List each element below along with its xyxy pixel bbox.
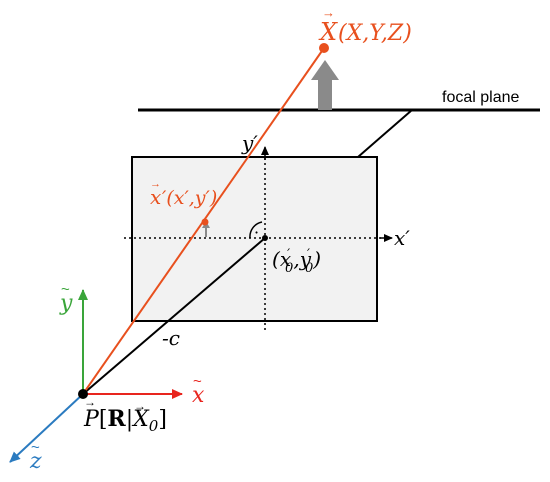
svg-text:X: X (318, 18, 338, 46)
image-plane (131, 156, 378, 322)
world-point (319, 43, 329, 53)
svg-text:~: ~ (61, 281, 70, 298)
svg-text:z: z (29, 449, 42, 474)
svg-text:~: ~ (31, 439, 40, 456)
svg-text:(x′0,y′0): (x′0,y′0) (272, 247, 321, 276)
svg-text:P[R|X0]: P[R|X0] (83, 406, 167, 435)
svg-text:x: x (192, 383, 205, 408)
focal-plane-support (357, 109, 413, 158)
world-point-offset-bar (318, 77, 332, 110)
right-angle-dot: · (254, 223, 259, 242)
svg-text:→: → (322, 5, 335, 20)
projection-label: → → P[R|X0] (83, 395, 167, 435)
svg-text:y: y (59, 291, 73, 316)
svg-text:→: → (150, 178, 161, 190)
svg-text:x: x (150, 185, 161, 209)
image-y-axis-label: y′ (241, 131, 258, 155)
focal-plane-label: focal plane (442, 89, 519, 106)
right-angle-marker (249, 221, 263, 239)
world-point-label: X → (X,Y,Z) (318, 5, 412, 46)
svg-text:→: → (84, 395, 96, 409)
svg-text:(X,Y,Z): (X,Y,Z) (338, 21, 412, 46)
world-point-offset-arrowhead (311, 60, 339, 80)
camera-z-axis (9, 393, 84, 463)
principal-point (262, 235, 268, 241)
image-point-label: x → ′(x′,y′) (150, 178, 217, 209)
principal-point-label: (x′0,y′0) (272, 247, 321, 276)
principal-axis (82, 237, 266, 395)
focal-length-label: -c (162, 326, 180, 350)
image-x-axis-label: x′ (394, 226, 410, 250)
projection-center (78, 389, 88, 399)
svg-text:~: ~ (193, 373, 202, 390)
image-point (201, 218, 209, 226)
camera-x-axis-label: x ~ (192, 373, 205, 408)
camera-y-axis-label: y ~ (59, 281, 73, 316)
svg-text:→: → (134, 399, 146, 413)
camera-z-axis-label: z ~ (29, 439, 42, 474)
svg-text:′(x′,y′): ′(x′,y′) (162, 187, 217, 209)
